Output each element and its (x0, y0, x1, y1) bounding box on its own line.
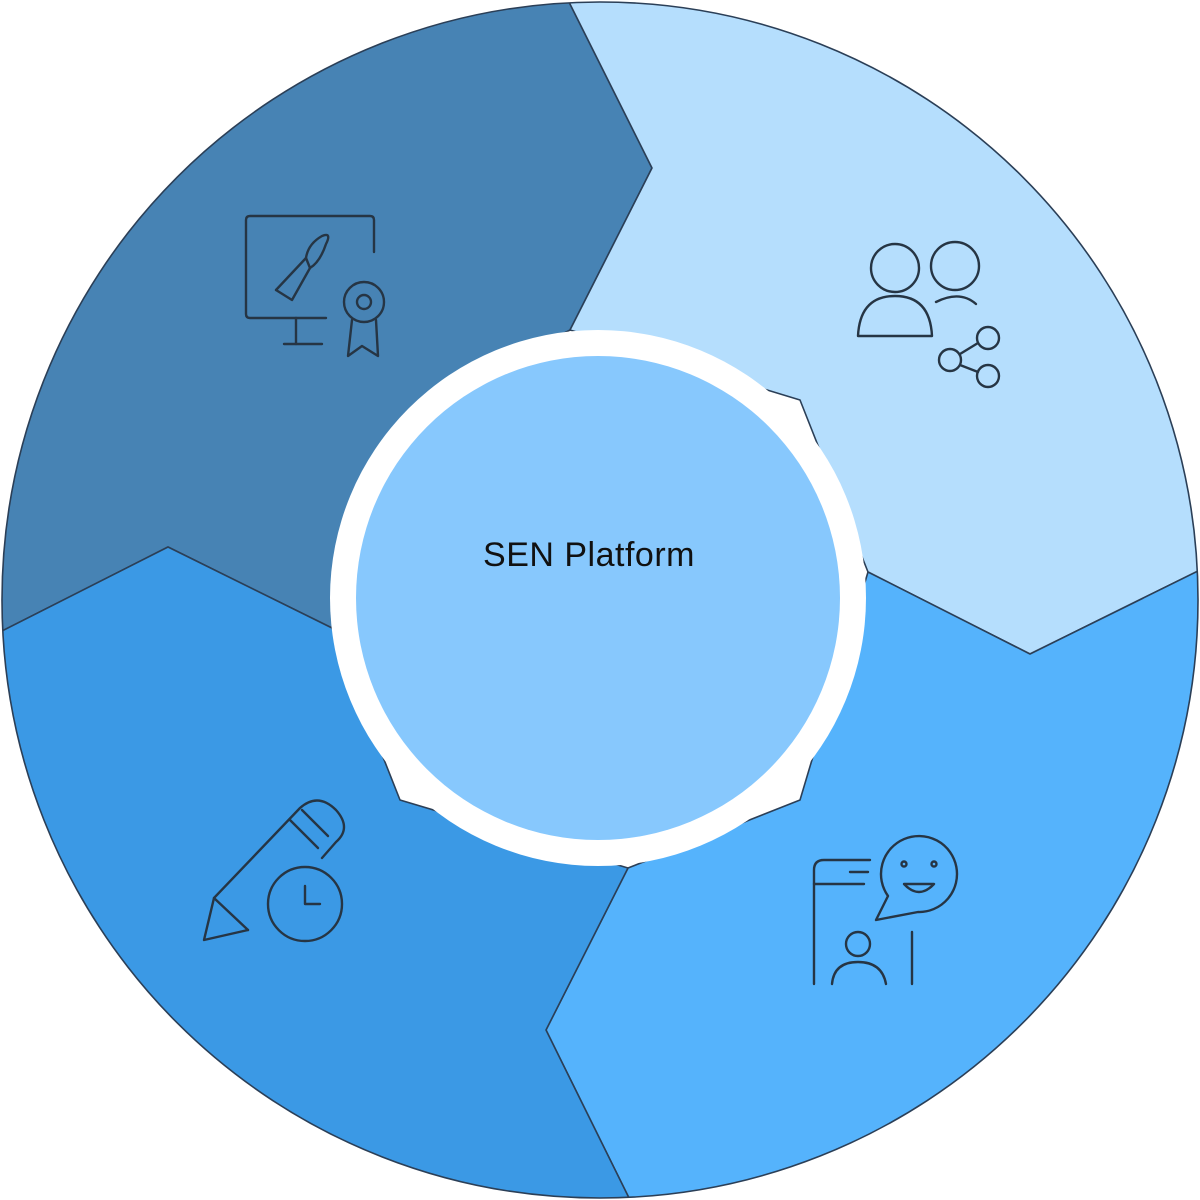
center-label: SEN Platform (483, 536, 695, 574)
center-hub (356, 356, 840, 840)
phone-chat-smiley-icon (812, 834, 959, 986)
pencil-clock-icon (202, 799, 346, 943)
users-share-icon (856, 240, 1001, 389)
monitor-paintbrush-award-icon (244, 214, 386, 358)
